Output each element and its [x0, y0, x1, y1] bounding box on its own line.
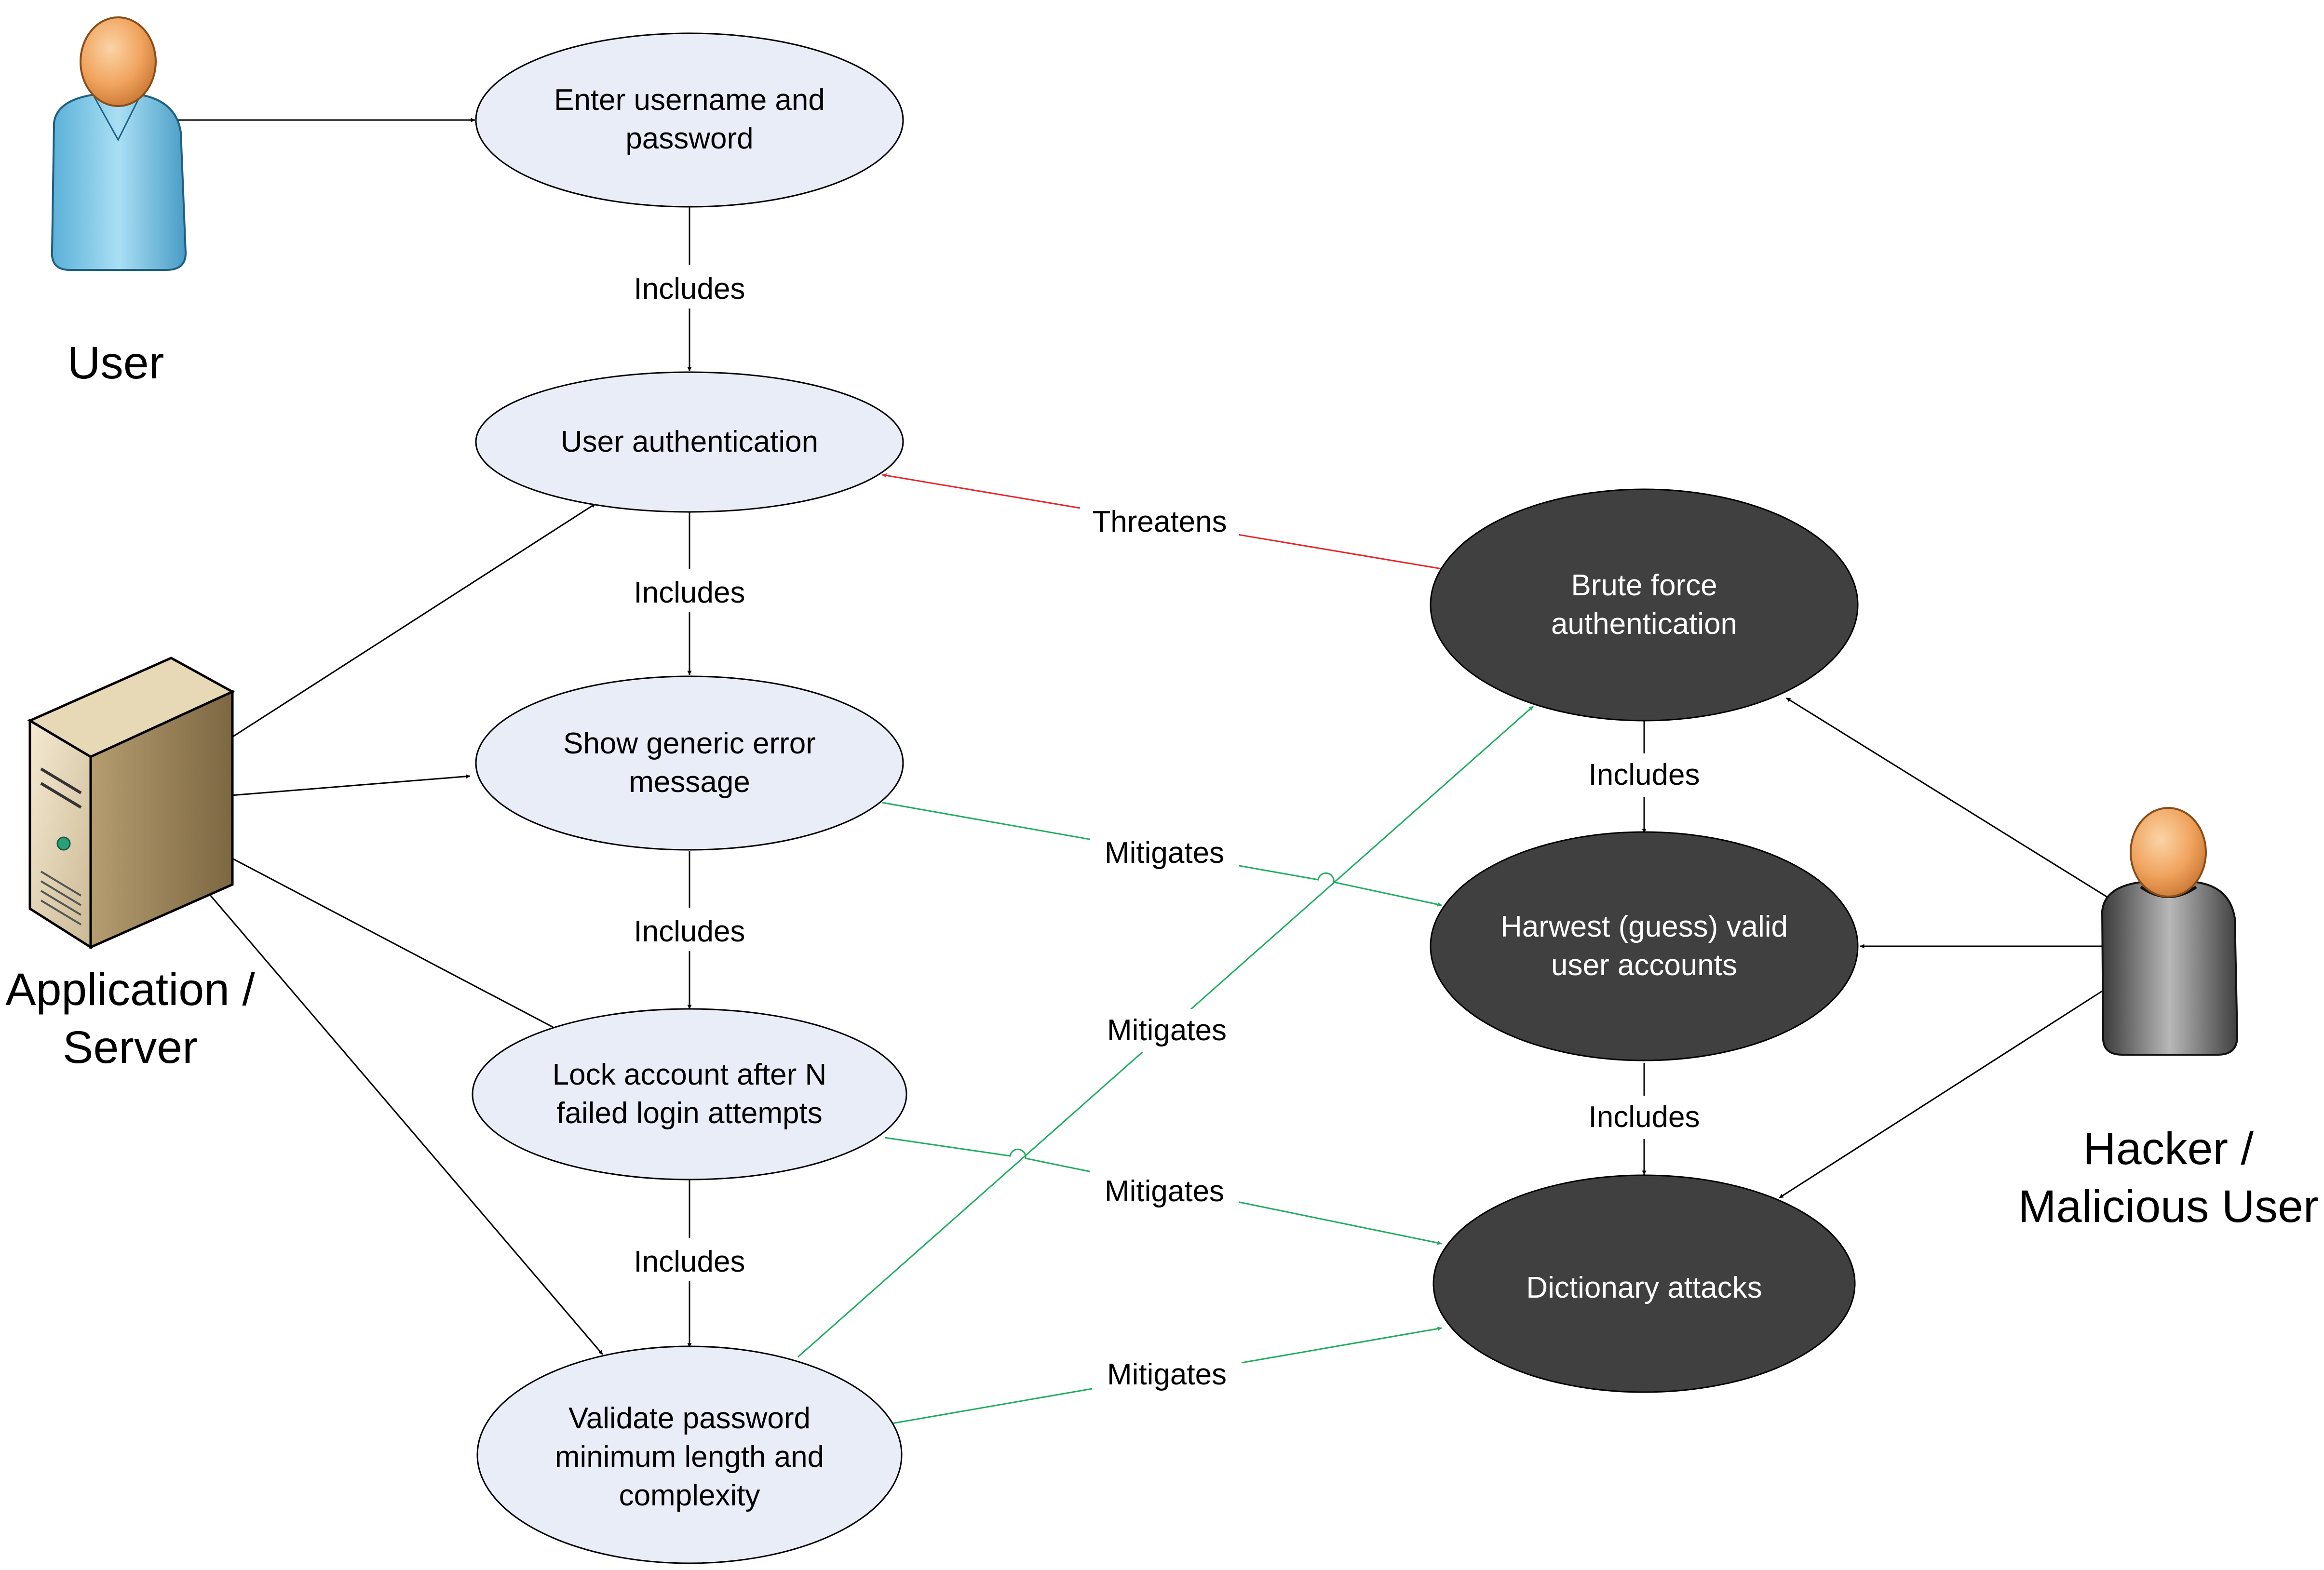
use-case-validate-password[interactable]: Validate password minimum length and com…	[476, 1345, 903, 1564]
user-actor-icon[interactable]	[51, 16, 187, 271]
use-case-user-authentication[interactable]: User authentication	[475, 371, 904, 513]
hacker-actor-label: Malicious User	[2018, 1181, 2319, 1232]
mitigates-label-lock: Mitigates	[1105, 1175, 1224, 1208]
misuse-case-dictionary-attacks[interactable]: Dictionary attacks	[1432, 1174, 1856, 1393]
association-hacker-brute	[1786, 697, 2115, 902]
use-case-label: Show generic error	[563, 727, 816, 760]
use-case-label: complexity	[619, 1479, 760, 1512]
edge-labels: Includes Includes Includes Includes Thre…	[620, 265, 1714, 1399]
use-case-label: minimum length and	[555, 1440, 824, 1474]
mitigates-label-validate-brute: Mitigates	[1107, 1014, 1227, 1047]
mitigates-label-error: Mitigates	[1105, 836, 1224, 870]
threatens-label: Threatens	[1092, 505, 1227, 538]
misuse-case-label: authentication	[1551, 607, 1737, 641]
mitigates-label-validate-dictionary: Mitigates	[1107, 1358, 1227, 1391]
association-server-auth	[231, 503, 596, 738]
server-actor-label: Application /	[5, 964, 255, 1015]
misuse-case-label: user accounts	[1551, 949, 1737, 982]
server-actor-label: Server	[63, 1022, 198, 1073]
use-case-enter-credentials[interactable]: Enter username and password	[475, 32, 904, 208]
server-tower-icon[interactable]	[27, 657, 235, 950]
include-label-2: Includes	[634, 576, 745, 609]
use-case-generic-error[interactable]: Show generic error message	[475, 675, 904, 851]
use-case-label: message	[629, 765, 750, 799]
use-case-label: failed login attempts	[556, 1097, 822, 1130]
use-case-label: password	[625, 122, 753, 155]
misuse-case-harvest-accounts[interactable]: Harwest (guess) valid user accounts	[1430, 831, 1859, 1061]
misuse-case-label: Dictionary attacks	[1526, 1271, 1762, 1304]
use-case-label: User authentication	[561, 425, 818, 458]
misuse-case-label: Brute force	[1571, 569, 1717, 602]
use-case-label: Enter username and	[554, 83, 825, 117]
association-server-error	[231, 774, 471, 796]
association-hacker-dictionary	[1779, 982, 2115, 1199]
association-server-lock	[231, 857, 565, 1034]
association-server-validate	[206, 891, 604, 1355]
hacker-actor-label: Hacker /	[2083, 1123, 2254, 1174]
misuse-case-brute-force[interactable]: Brute force authentication	[1430, 488, 1859, 722]
hacker-actor-icon[interactable]	[2101, 807, 2239, 1056]
include-label-5: Includes	[1589, 758, 1700, 792]
mitigates-error-to-harvest	[882, 802, 1442, 907]
use-case-label: Lock account after N	[553, 1058, 827, 1091]
include-label-6: Includes	[1589, 1100, 1700, 1134]
include-label-1: Includes	[634, 272, 745, 306]
include-label-4: Includes	[634, 1245, 745, 1278]
misuse-case-label: Harwest (guess) valid	[1500, 910, 1788, 943]
use-case-lock-account[interactable]: Lock account after N failed login attemp…	[472, 1008, 907, 1181]
use-case-label: Validate password	[568, 1402, 811, 1435]
include-label-3: Includes	[634, 915, 745, 948]
user-actor-label: User	[68, 337, 164, 389]
